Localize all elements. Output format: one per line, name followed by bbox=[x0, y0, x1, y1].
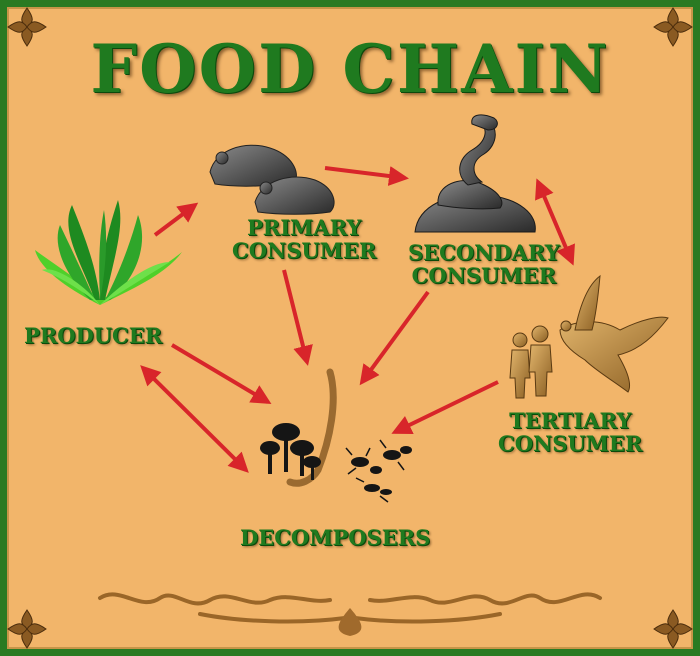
label-tertiary-consumer: TERTIARY CONSUMER bbox=[498, 409, 642, 455]
ornament-drop-icon bbox=[338, 608, 362, 636]
corner-ornament-icon bbox=[7, 7, 47, 47]
rats-icon bbox=[209, 144, 335, 215]
arrow-secondary-to-decomposers bbox=[359, 290, 430, 386]
label-tertiary-line1: TERTIARY bbox=[509, 408, 632, 433]
label-primary-line2: CONSUMER bbox=[232, 238, 377, 263]
label-secondary-consumer: SECONDARY CONSUMER bbox=[408, 241, 560, 287]
arrow-producer-to-primary bbox=[153, 202, 199, 237]
diagram-title: FOOD CHAIN bbox=[90, 30, 610, 108]
arrow-primary-to-secondary bbox=[324, 166, 409, 186]
label-tertiary-line2: CONSUMER bbox=[498, 431, 643, 456]
arrow-tertiary-to-decomposers bbox=[391, 380, 499, 435]
arrow-producer-to-decomposers bbox=[170, 343, 272, 405]
label-secondary-line1: SECONDARY bbox=[408, 240, 560, 265]
corner-ornament-icon bbox=[653, 7, 693, 47]
arrow-primary-to-decomposers bbox=[282, 269, 313, 366]
label-decomposers: DECOMPOSERS bbox=[240, 525, 431, 550]
corner-ornament-icon bbox=[653, 609, 693, 649]
arrow-producer-decomposers-return bbox=[140, 365, 249, 473]
label-primary-consumer: PRIMARY CONSUMER bbox=[232, 216, 376, 262]
arrow-secondary-to-tertiary bbox=[535, 178, 575, 266]
plant-icon bbox=[35, 200, 182, 305]
scroll-ornament-icon bbox=[98, 592, 602, 624]
snake-icon bbox=[414, 114, 536, 233]
label-secondary-line2: CONSUMER bbox=[411, 263, 557, 288]
bird-icon bbox=[559, 274, 669, 393]
arrows bbox=[140, 166, 575, 473]
mushrooms-worm-ants-icon bbox=[260, 368, 412, 503]
label-primary-line1: PRIMARY bbox=[246, 215, 362, 240]
corner-ornament-icon bbox=[7, 609, 47, 649]
label-producer: PRODUCER bbox=[24, 323, 163, 348]
humans-icon bbox=[509, 325, 553, 399]
